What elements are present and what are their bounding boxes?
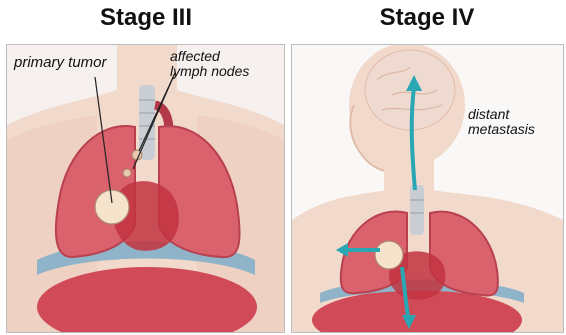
distant-metastasis-label: distant metastasis bbox=[468, 107, 535, 137]
primary-tumor-label: primary tumor bbox=[14, 55, 107, 70]
stage-iv-panel: distant metastasis bbox=[291, 44, 564, 333]
primary-tumor bbox=[95, 190, 129, 224]
stage-iii-illustration bbox=[7, 45, 284, 332]
stage-iii-panel: primary tumor affected lymph nodes bbox=[6, 44, 285, 333]
lymph-nodes-line: lymph nodes bbox=[170, 64, 249, 79]
stage-iv-illustration bbox=[292, 45, 563, 332]
metastasis-line: metastasis bbox=[468, 122, 535, 137]
stage-iii-title: Stage III bbox=[8, 4, 284, 32]
trachea bbox=[410, 185, 424, 235]
stage-iv-title: Stage IV bbox=[292, 4, 562, 32]
distant-line: distant bbox=[468, 107, 535, 122]
lymph-node bbox=[123, 169, 131, 177]
affected-lymph-nodes-label: affected lymph nodes bbox=[170, 49, 249, 79]
primary-tumor bbox=[375, 241, 403, 269]
affected-line: affected bbox=[170, 49, 249, 64]
